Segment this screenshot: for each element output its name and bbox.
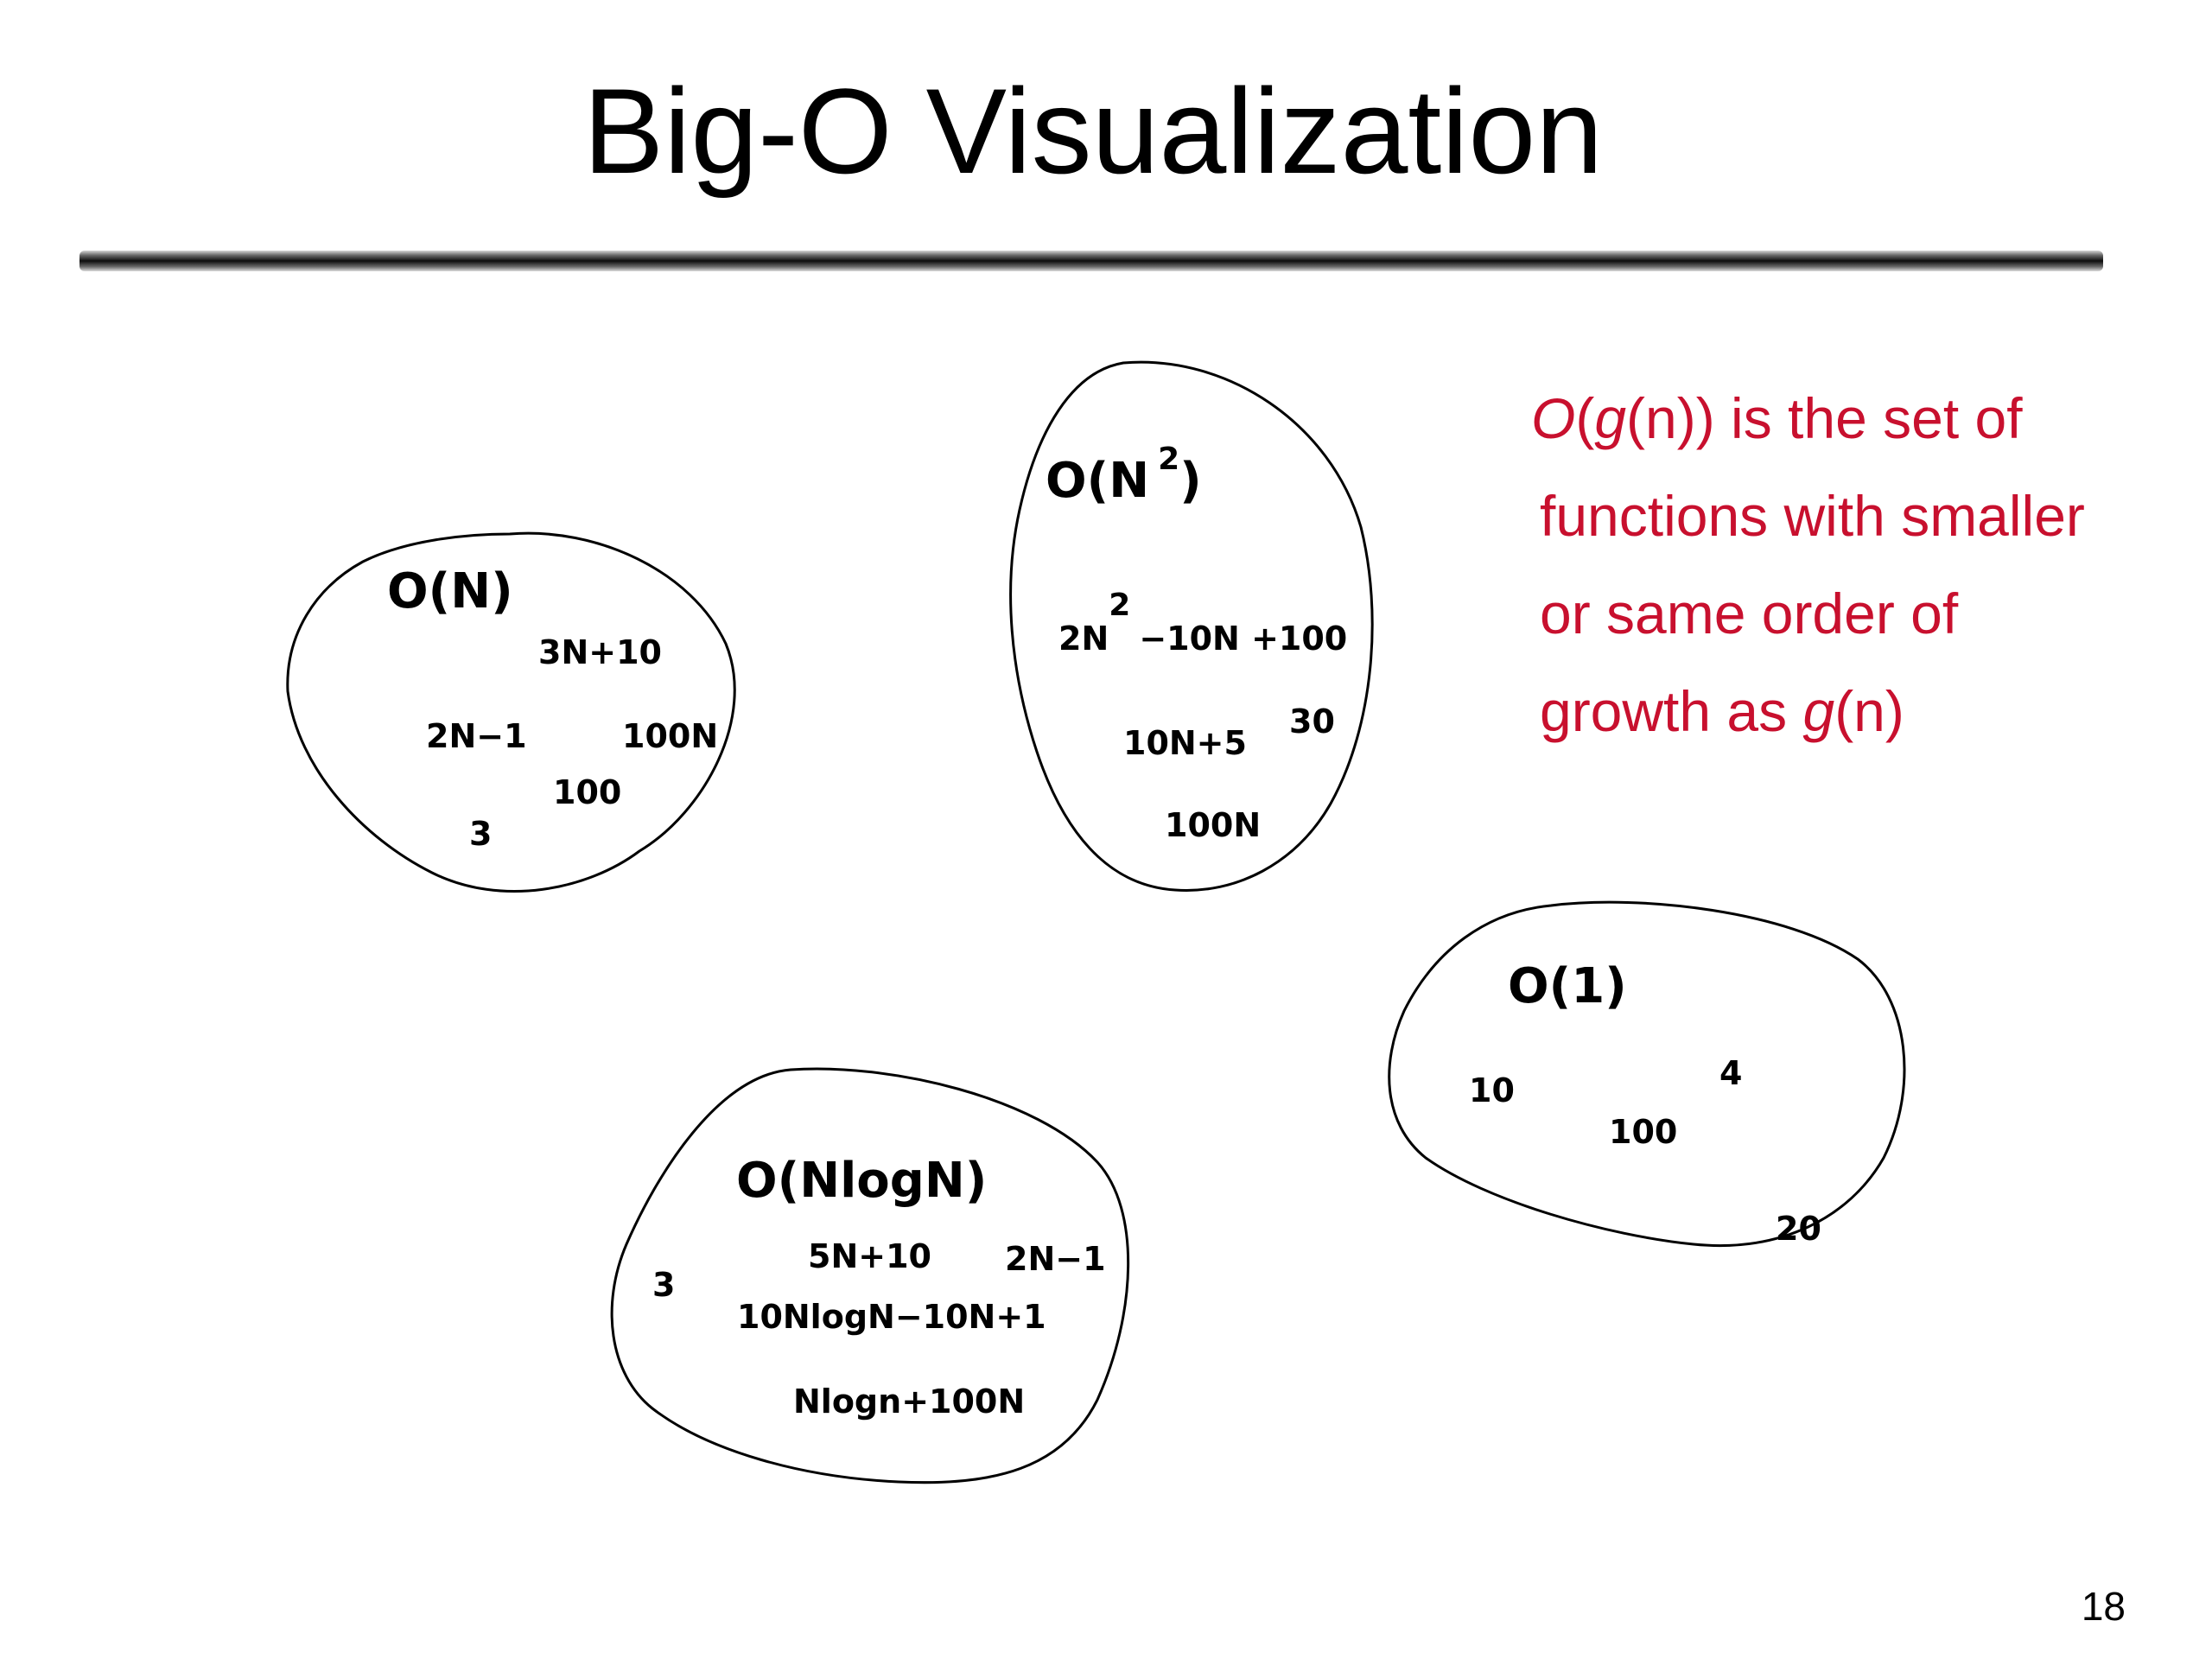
set-o-n-outline (286, 531, 736, 893)
definition-line-4: growth as g(n) (1540, 679, 1904, 743)
set-o-n-squared-fn: 100N (1165, 806, 1261, 844)
set-o-n: O(N) 3N+10 2N−1 100N 100 3 (286, 531, 736, 893)
set-o-n-fn: 2N−1 (426, 717, 527, 755)
set-o-n-squared-fn: 2N2−10N +100 (1058, 588, 1347, 658)
set-o-n-squared-fn: 30 (1289, 702, 1335, 741)
set-o-n-squared-outline (1009, 360, 1374, 892)
definition-text: O(g(n)) is the set of functions with sma… (1531, 370, 2179, 760)
set-o-nlogn: O(NlogN) 5N+10 2N−1 3 10NlogN−10N+1 Nlog… (610, 1067, 1130, 1484)
set-o-n-fn: 3N+10 (538, 633, 662, 671)
set-o-nlogn-fn: Nlogn+100N (793, 1382, 1025, 1421)
set-o-nlogn-fn: 3 (652, 1266, 675, 1304)
title-divider (79, 251, 2103, 271)
set-o-nlogn-fn: 10NlogN−10N+1 (737, 1298, 1046, 1336)
definition-line-1: O(g(n)) is the set of (1531, 386, 2023, 450)
set-o-1-fn: 100 (1609, 1113, 1677, 1151)
set-o-n-squared-fn: 10N+5 (1123, 724, 1247, 762)
set-o-nlogn-fn: 2N−1 (1005, 1240, 1106, 1278)
set-o-n-label: O(N) (387, 563, 513, 620)
set-o-1: O(1) 10 4 100 20 (1388, 900, 1906, 1248)
set-o-nlogn-label: O(NlogN) (736, 1153, 987, 1209)
set-o-1-fn: 10 (1469, 1071, 1515, 1109)
set-o-n-fn: 100N (622, 717, 718, 755)
set-o-nlogn-fn: 5N+10 (808, 1237, 931, 1275)
set-o-1-label: O(1) (1508, 958, 1627, 1014)
set-o-nlogn-outline (610, 1067, 1130, 1484)
set-o-n-fn: 100 (553, 773, 621, 811)
set-o-n-fn: 3 (469, 815, 492, 853)
definition-line-2: functions with smaller (1540, 484, 2085, 548)
slide-title: Big-O Visualization (582, 63, 1604, 199)
set-o-1-fn: 20 (1776, 1210, 1821, 1248)
definition-line-3: or same order of (1540, 582, 1959, 645)
set-o-1-outline (1388, 900, 1906, 1247)
set-o-1-fn: 4 (1719, 1054, 1742, 1092)
page-number: 18 (2081, 1584, 2126, 1629)
